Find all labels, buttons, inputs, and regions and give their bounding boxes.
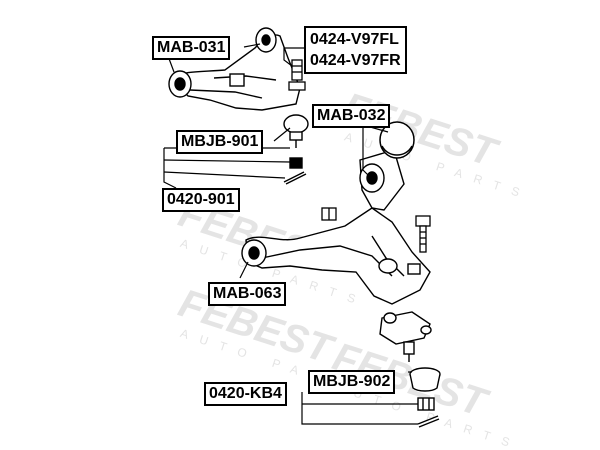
upper-ball-joint <box>283 114 309 185</box>
upper-control-arm <box>170 34 301 111</box>
label-mbjb-901: MBJB-901 <box>176 130 264 154</box>
label-0424-v97fr: 0424-V97FR <box>310 52 401 69</box>
label-0420-901: 0420-901 <box>162 188 240 212</box>
label-0424-v97: 0424-V97FL 0424-V97FR <box>304 26 407 74</box>
upper-arm-bracket <box>229 73 245 87</box>
label-mbjb-902: MBJB-902 <box>308 370 396 394</box>
lower-arm-nut <box>321 207 337 221</box>
label-mab-031: MAB-031 <box>152 36 231 60</box>
lower-arm-bolt <box>415 215 431 253</box>
ball-joint-boot <box>409 367 441 392</box>
castle-nut <box>417 397 435 411</box>
lower-ball-joint <box>379 311 432 362</box>
upper-arm-front-bushing <box>168 70 192 98</box>
camber-bolt-upper <box>288 59 306 91</box>
label-0420-kb4: 0420-KB4 <box>204 382 287 406</box>
upper-arm-rear-bushing <box>255 27 277 53</box>
label-mab-032: MAB-032 <box>312 104 391 128</box>
cotter-pin <box>417 415 440 428</box>
label-0424-v97fl: 0424-V97FL <box>310 31 399 48</box>
hydro-bushing <box>379 121 415 159</box>
lower-arm-front-bushing <box>241 239 267 267</box>
label-mab-063: MAB-063 <box>208 282 287 306</box>
